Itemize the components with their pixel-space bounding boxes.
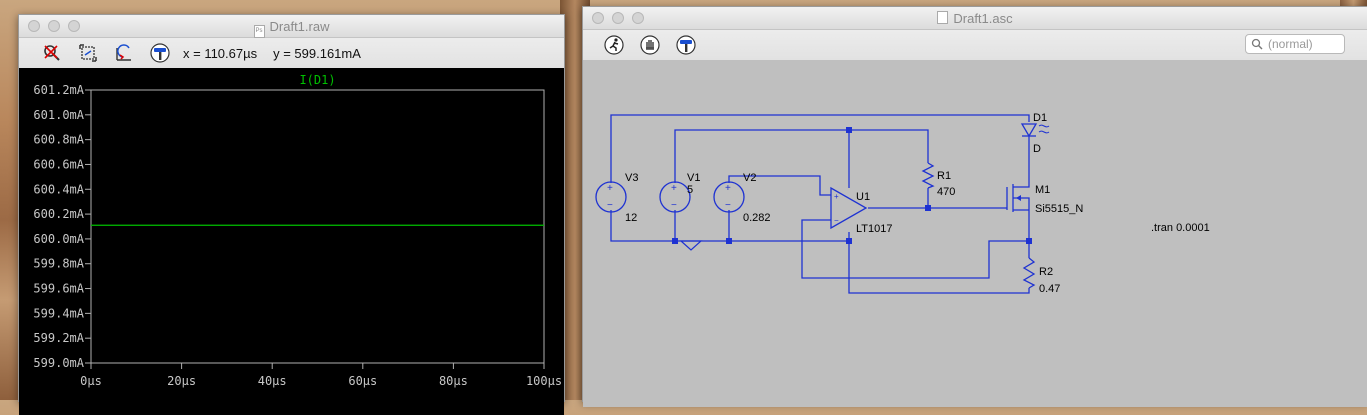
u1-label: U1 <box>856 191 870 203</box>
document-icon <box>937 11 949 24</box>
y-tick-label: 599.4mA <box>33 306 84 320</box>
y-tick-label: 600.8mA <box>33 133 84 147</box>
zoom-button[interactable] <box>68 20 80 32</box>
svg-text:−: − <box>607 200 613 211</box>
hammer-icon[interactable] <box>675 34 697 56</box>
wire-v1-top <box>674 129 929 183</box>
junctions <box>672 127 1032 244</box>
wire-v2-top <box>728 175 831 196</box>
zoom-icon[interactable] <box>41 42 63 64</box>
d1-value: D <box>1033 143 1041 155</box>
svg-text:−: − <box>725 200 731 211</box>
waveform-chart[interactable]: 599.0mA 599.2mA 599.4mA 599.6mA 599.8mA 600.0… <box>19 68 564 401</box>
wire-v3-top <box>610 114 1030 183</box>
y-tick-label: 600.4mA <box>33 182 84 196</box>
x-tick-label: 40µs <box>258 374 287 388</box>
autorange-icon[interactable] <box>77 42 99 64</box>
u1-value: LT1017 <box>856 223 893 235</box>
svg-text:−: − <box>671 200 677 211</box>
wires <box>610 114 1030 294</box>
v1-value: 5 <box>687 184 693 196</box>
v3-value: 12 <box>625 212 637 224</box>
r2-resistor[interactable]: R2 0.47 <box>1022 257 1060 295</box>
y-tick-label: 600.6mA <box>33 157 84 171</box>
close-button[interactable] <box>28 20 40 32</box>
halt-icon[interactable] <box>639 34 661 56</box>
zoom-button[interactable] <box>632 12 644 24</box>
r2-value: 0.47 <box>1039 283 1060 295</box>
schematic-titlebar[interactable]: Draft1.asc <box>583 7 1367 30</box>
r1-value: 470 <box>937 186 955 198</box>
m1-value: Si5515_N <box>1035 203 1083 215</box>
v2-value: 0.282 <box>743 212 771 224</box>
svg-text:+: + <box>671 183 677 194</box>
search-icon <box>1251 38 1263 53</box>
y-tick-label: 599.8mA <box>33 257 84 271</box>
minimize-button[interactable] <box>612 12 624 24</box>
schematic-toolbar: (normal) <box>583 30 1367 61</box>
svg-text:+: + <box>725 183 731 194</box>
plot-frame <box>90 89 545 364</box>
svg-text:−: − <box>834 216 839 225</box>
y-tick-label: 601.0mA <box>33 108 84 122</box>
wire-ground-drops <box>674 210 730 241</box>
x-tick-label: 0µs <box>80 374 102 388</box>
schematic-window: Draft1.asc (normal) <box>582 6 1367 407</box>
waveform-toolbar: x = 110.67µs y = 599.161mA <box>19 38 564 69</box>
r2-label: R2 <box>1039 266 1053 278</box>
x-tick-label: 60µs <box>348 374 377 388</box>
ground-symbol <box>679 240 703 251</box>
m1-nmos[interactable]: M1 Si5515_N <box>1006 177 1083 220</box>
x-tick-label: 100µs <box>526 374 562 388</box>
v3-source[interactable]: + − V3 12 <box>595 172 638 224</box>
window-title: Draft1.asc <box>953 11 1013 26</box>
v1-label: V1 <box>687 172 700 184</box>
spice-directive[interactable]: .tran 0.0001 <box>1151 222 1210 234</box>
svg-text:+: + <box>834 192 839 201</box>
wire-feedback <box>801 219 1029 279</box>
y-tick-label: 601.2mA <box>33 83 84 97</box>
v2-label: V2 <box>743 172 756 184</box>
minimize-button[interactable] <box>48 20 60 32</box>
u1-opamp[interactable]: + − U1 LT1017 <box>830 186 893 235</box>
cursor-x-readout: x = 110.67µs <box>183 45 258 61</box>
search-placeholder: (normal) <box>1268 37 1313 51</box>
chart-title: I(D1) <box>299 73 335 87</box>
m1-label: M1 <box>1035 184 1050 196</box>
pan-back-icon[interactable] <box>113 42 135 64</box>
y-tick-label: 599.6mA <box>33 282 84 296</box>
r1-label: R1 <box>937 170 951 182</box>
x-tick-label: 20µs <box>167 374 196 388</box>
hammer-icon[interactable] <box>149 42 171 64</box>
v1-source[interactable]: + − V1 5 <box>659 172 700 213</box>
waveform-titlebar[interactable]: Ps Draft1.raw <box>19 15 564 38</box>
schematic-canvas[interactable]: + − V3 12 + − V1 5 + − V2 0.282 <box>583 60 1367 407</box>
search-input[interactable]: (normal) <box>1245 34 1345 54</box>
close-button[interactable] <box>592 12 604 24</box>
y-tick-label: 600.0mA <box>33 232 84 246</box>
v2-source[interactable]: + − V2 0.282 <box>713 172 771 224</box>
schematic-drawing[interactable]: + − V3 12 + − V1 5 + − V2 0.282 <box>583 60 1367 401</box>
wire-r2-return <box>848 241 1030 294</box>
y-tick-label: 599.2mA <box>33 331 84 345</box>
d1-led[interactable]: D1 D <box>1020 112 1050 155</box>
plot-pane[interactable]: 599.0mA 599.2mA 599.4mA 599.6mA 599.8mA 600.0… <box>19 68 564 415</box>
d1-label: D1 <box>1033 112 1047 124</box>
v3-label: V3 <box>625 172 638 184</box>
run-icon[interactable] <box>603 34 625 56</box>
wire-ground <box>610 210 849 242</box>
x-tick-label: 80µs <box>439 374 468 388</box>
svg-text:+: + <box>607 183 613 194</box>
y-tick-label: 599.0mA <box>33 356 84 370</box>
r1-resistor[interactable]: R1 470 <box>921 162 955 198</box>
window-title: Draft1.raw <box>269 19 330 34</box>
cursor-y-readout: y = 599.161mA <box>273 45 361 61</box>
y-tick-label: 600.2mA <box>33 207 84 221</box>
document-icon: Ps <box>253 25 265 38</box>
